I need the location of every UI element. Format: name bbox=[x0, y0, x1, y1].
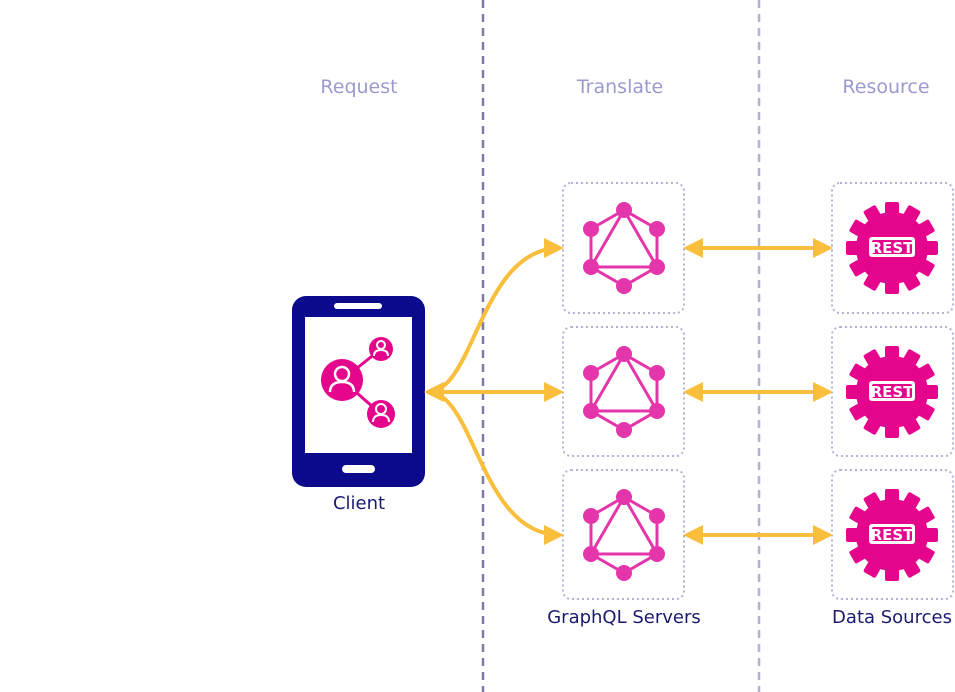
heading-resource: Resource bbox=[842, 76, 930, 98]
graphql-icon-1 bbox=[581, 200, 667, 296]
rest-gear-icon-3: REST bbox=[846, 489, 938, 581]
heading-translate: Translate bbox=[576, 76, 664, 98]
server-box-1 bbox=[562, 182, 685, 314]
data-sources-label: Data Sources bbox=[832, 607, 952, 628]
rest-label-3: REST bbox=[871, 526, 915, 544]
graphql-servers-label: GraphQL Servers bbox=[547, 607, 701, 628]
client-label: Client bbox=[332, 493, 386, 514]
rest-gear-icon-1: REST bbox=[846, 202, 938, 294]
arrow-client-server-3 bbox=[424, 382, 564, 545]
user-network-icon bbox=[321, 337, 395, 428]
rest-label-1: REST bbox=[871, 239, 915, 257]
rest-gear-icon-2: REST bbox=[846, 346, 938, 438]
arrow-client-server-1 bbox=[424, 238, 564, 402]
rest-label-2: REST bbox=[871, 383, 915, 401]
graphql-icon-2 bbox=[581, 344, 667, 440]
heading-request: Request bbox=[320, 76, 398, 98]
source-box-1 bbox=[831, 182, 954, 314]
graphql-icon-3 bbox=[581, 487, 667, 583]
